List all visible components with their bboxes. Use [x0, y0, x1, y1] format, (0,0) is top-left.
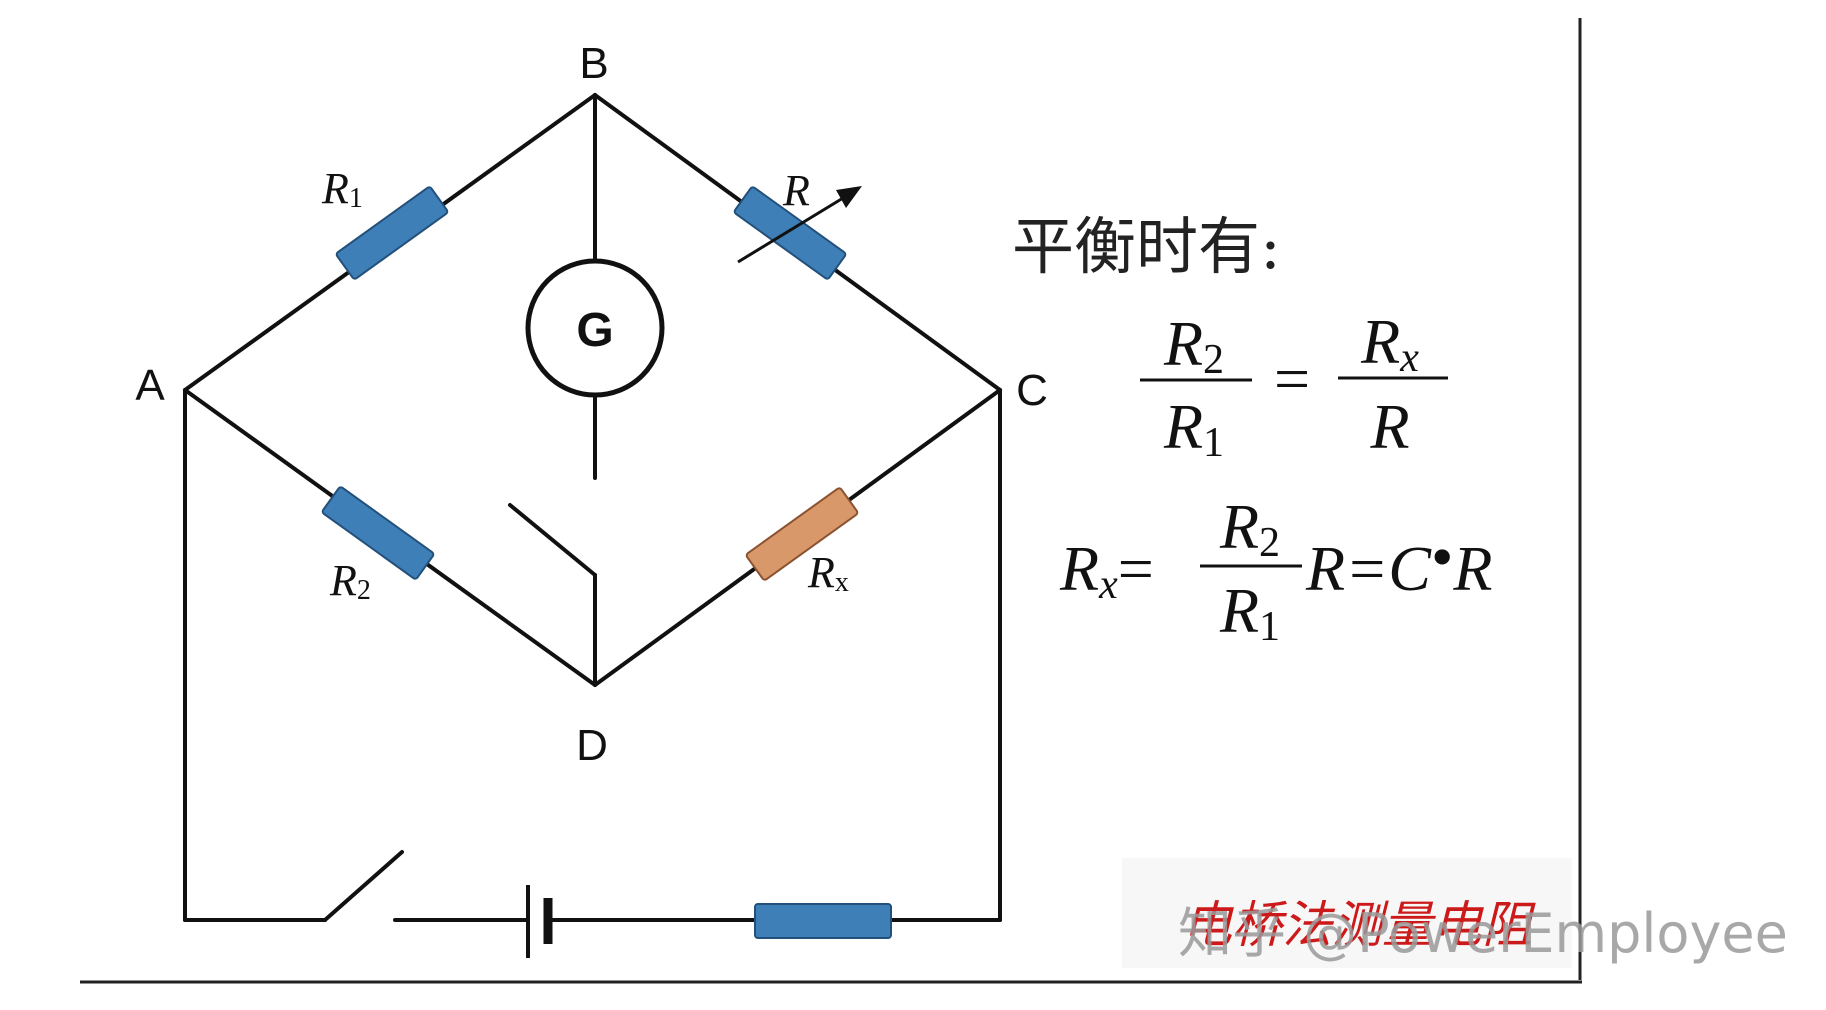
eq2-tail: R=C•R: [1305, 521, 1492, 604]
resistor-rx-body: [745, 487, 859, 581]
resistor-label-r1: R1: [321, 164, 363, 214]
resistor-bottom-body: [754, 903, 892, 939]
resistor-r: [733, 186, 847, 280]
resistor-label-r2: R2: [329, 556, 371, 606]
node-label-a: A: [135, 361, 165, 410]
resistor-r2: [321, 486, 435, 580]
eq1-lhs-denominator: R1: [1163, 391, 1224, 466]
resistor-label-r: R: [782, 166, 810, 215]
resistor-r1: [335, 186, 449, 280]
eq2-lhs: Rx=: [1059, 533, 1154, 608]
switch-blade-bottom: [323, 850, 404, 922]
watermark-text: 知乎 @PowerEmployee: [1178, 902, 1788, 965]
eq2-denominator: R1: [1219, 575, 1280, 650]
resistor-bottom: [754, 903, 892, 939]
galvanometer-label: G: [576, 304, 613, 357]
galvanometer: G: [525, 258, 665, 398]
caption-background: [1122, 858, 1572, 968]
circuit-wires: [183, 93, 1002, 922]
resistor-r-body: [733, 186, 847, 280]
variable-resistor-arrow-icon: [737, 186, 862, 264]
caption-text: 电桥法测量电阻: [1182, 896, 1536, 954]
galvanometer-circle: [525, 258, 665, 398]
resistor-r1-body: [335, 186, 449, 280]
eq1-equals: =: [1274, 343, 1310, 414]
node-label-d: D: [576, 721, 608, 770]
eq1-rhs-numerator: Rx: [1360, 306, 1419, 381]
equation-ratio: R2 R1 = Rx R: [1140, 306, 1448, 466]
resistor-rx: [745, 487, 859, 581]
arrow-head: [836, 186, 862, 208]
switch-blade-center: [508, 503, 597, 577]
eq1-rhs-denominator: R: [1369, 391, 1409, 462]
eq1-lhs-numerator: R2: [1163, 308, 1224, 383]
node-label-c: C: [1016, 366, 1048, 415]
battery-symbol: [526, 885, 553, 958]
resistor-r2-body: [321, 486, 435, 580]
arrow-shaft: [737, 193, 849, 264]
resistor-label-rx: Rx: [807, 548, 849, 598]
eq2-numerator: R2: [1219, 491, 1280, 566]
equation-rx: Rx= R2 R1 R=C•R: [1059, 491, 1492, 650]
node-label-b: B: [579, 39, 608, 88]
formula-heading: 平衡时有:: [1012, 210, 1281, 283]
